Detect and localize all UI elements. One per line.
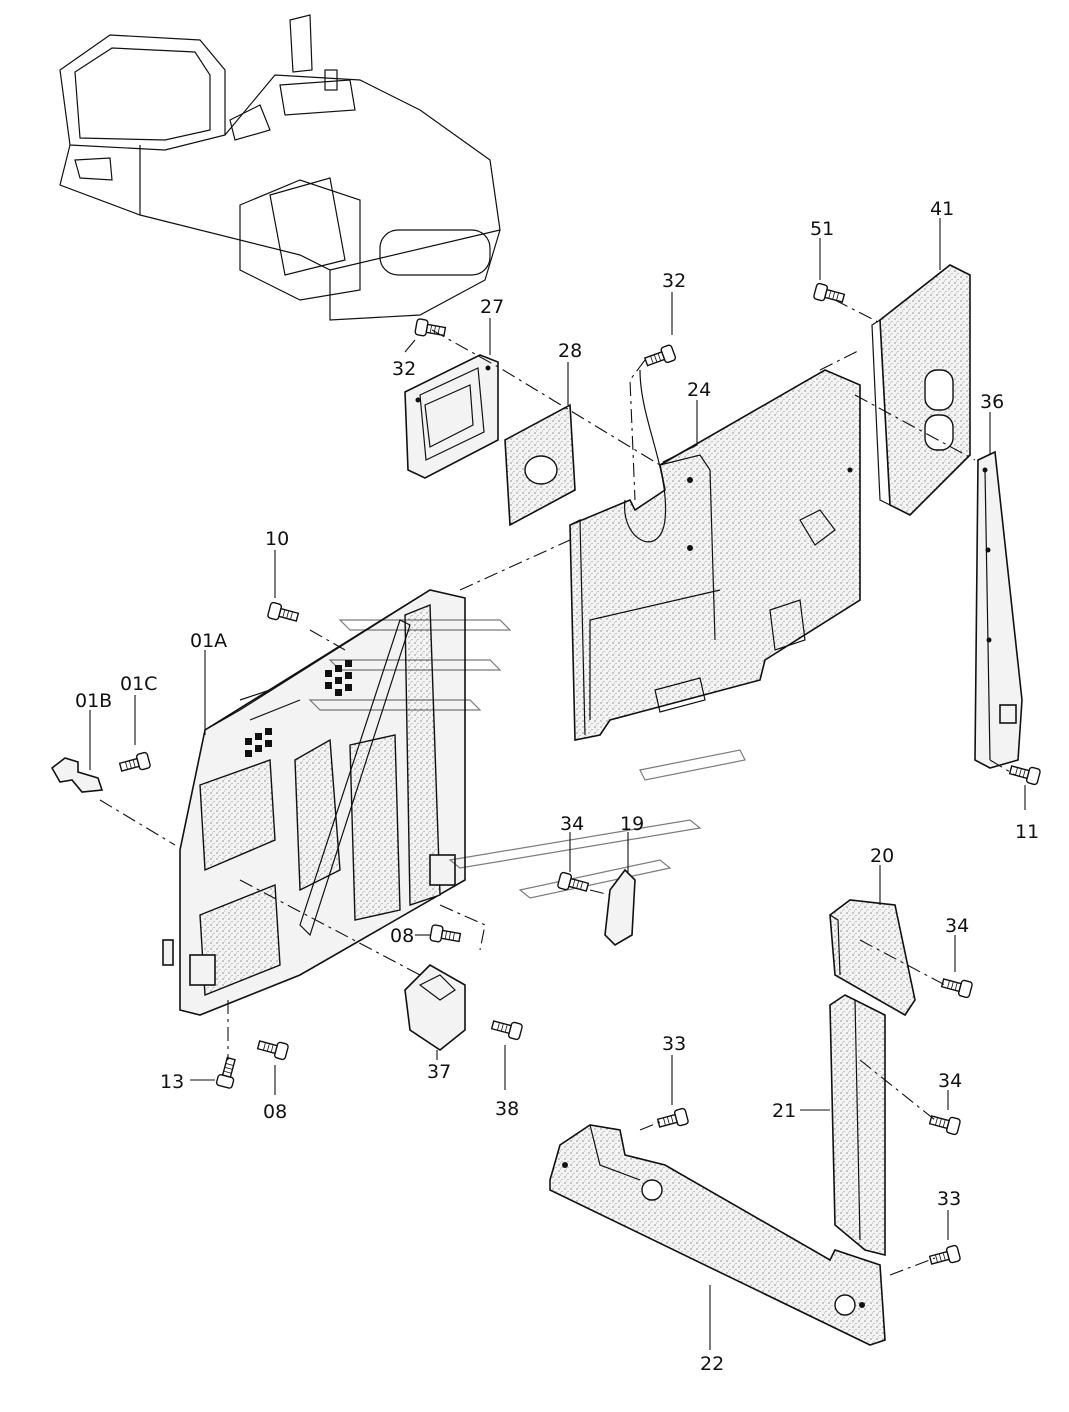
part-27-frame [404,354,499,479]
part-41-plate [871,264,971,516]
part-01B-clip [50,757,104,793]
callout-20: 20 [870,845,894,867]
callout-33-upper: 33 [662,1033,686,1055]
callout-01C: 01C [120,673,157,695]
bolt-10 [266,601,301,626]
bolt-08b [255,1036,290,1061]
leader-lines [89,218,1026,1350]
callout-34-center: 34 [560,813,584,835]
bolt-34b [939,974,974,999]
callout-32-center: 32 [662,270,686,292]
part-28-pad [504,403,576,527]
callout-28: 28 [558,340,582,362]
machine-overview [59,14,501,321]
vent-grid-lower [245,728,272,757]
callout-08-upper: 08 [390,925,414,947]
part-21-strip [829,994,886,1257]
bolt-38 [489,1016,524,1041]
bolt-32b [642,343,677,371]
callout-34-right-lower: 34 [938,1070,962,1092]
callout-34-right-upper: 34 [945,915,969,937]
callout-08-lower: 08 [263,1101,287,1123]
part-24-panel [569,369,861,741]
callout-24: 24 [687,379,711,401]
callout-21: 21 [772,1100,796,1122]
callout-36: 36 [980,391,1004,413]
callout-labels: 01A 01B 01C 08 08 10 11 13 19 20 21 22 2… [75,198,1039,1375]
bolt-33b [927,1244,962,1269]
callout-37: 37 [427,1061,451,1083]
part-36-bracket [974,450,1023,769]
callout-13: 13 [160,1071,184,1093]
callout-33-lower: 33 [937,1188,961,1210]
part-37-block [404,964,466,1051]
callout-01B: 01B [75,690,112,712]
callout-51: 51 [810,218,834,240]
callout-22: 22 [700,1353,724,1375]
callout-27: 27 [480,296,504,318]
callout-19: 19 [620,813,644,835]
callout-41: 41 [930,198,954,220]
part-19-bracket [604,868,636,947]
bolt-34c [927,1111,962,1136]
bolt-32a [414,317,447,341]
bolt-08a [429,923,462,947]
part-22-rail [549,1124,886,1346]
bolt-01C [117,751,152,776]
callout-10: 10 [265,528,289,550]
callout-38: 38 [495,1098,519,1120]
callout-32-left: 32 [392,358,416,380]
bolt-33a [655,1107,690,1132]
callout-11: 11 [1015,821,1039,843]
part-01A-panel-assembly [162,589,466,1016]
watermark-logo [308,619,746,899]
bolt-13 [215,1055,240,1090]
part-20-insulation [829,899,916,1017]
alignment-lines [99,299,1016,1276]
callout-01A: 01A [190,630,227,652]
